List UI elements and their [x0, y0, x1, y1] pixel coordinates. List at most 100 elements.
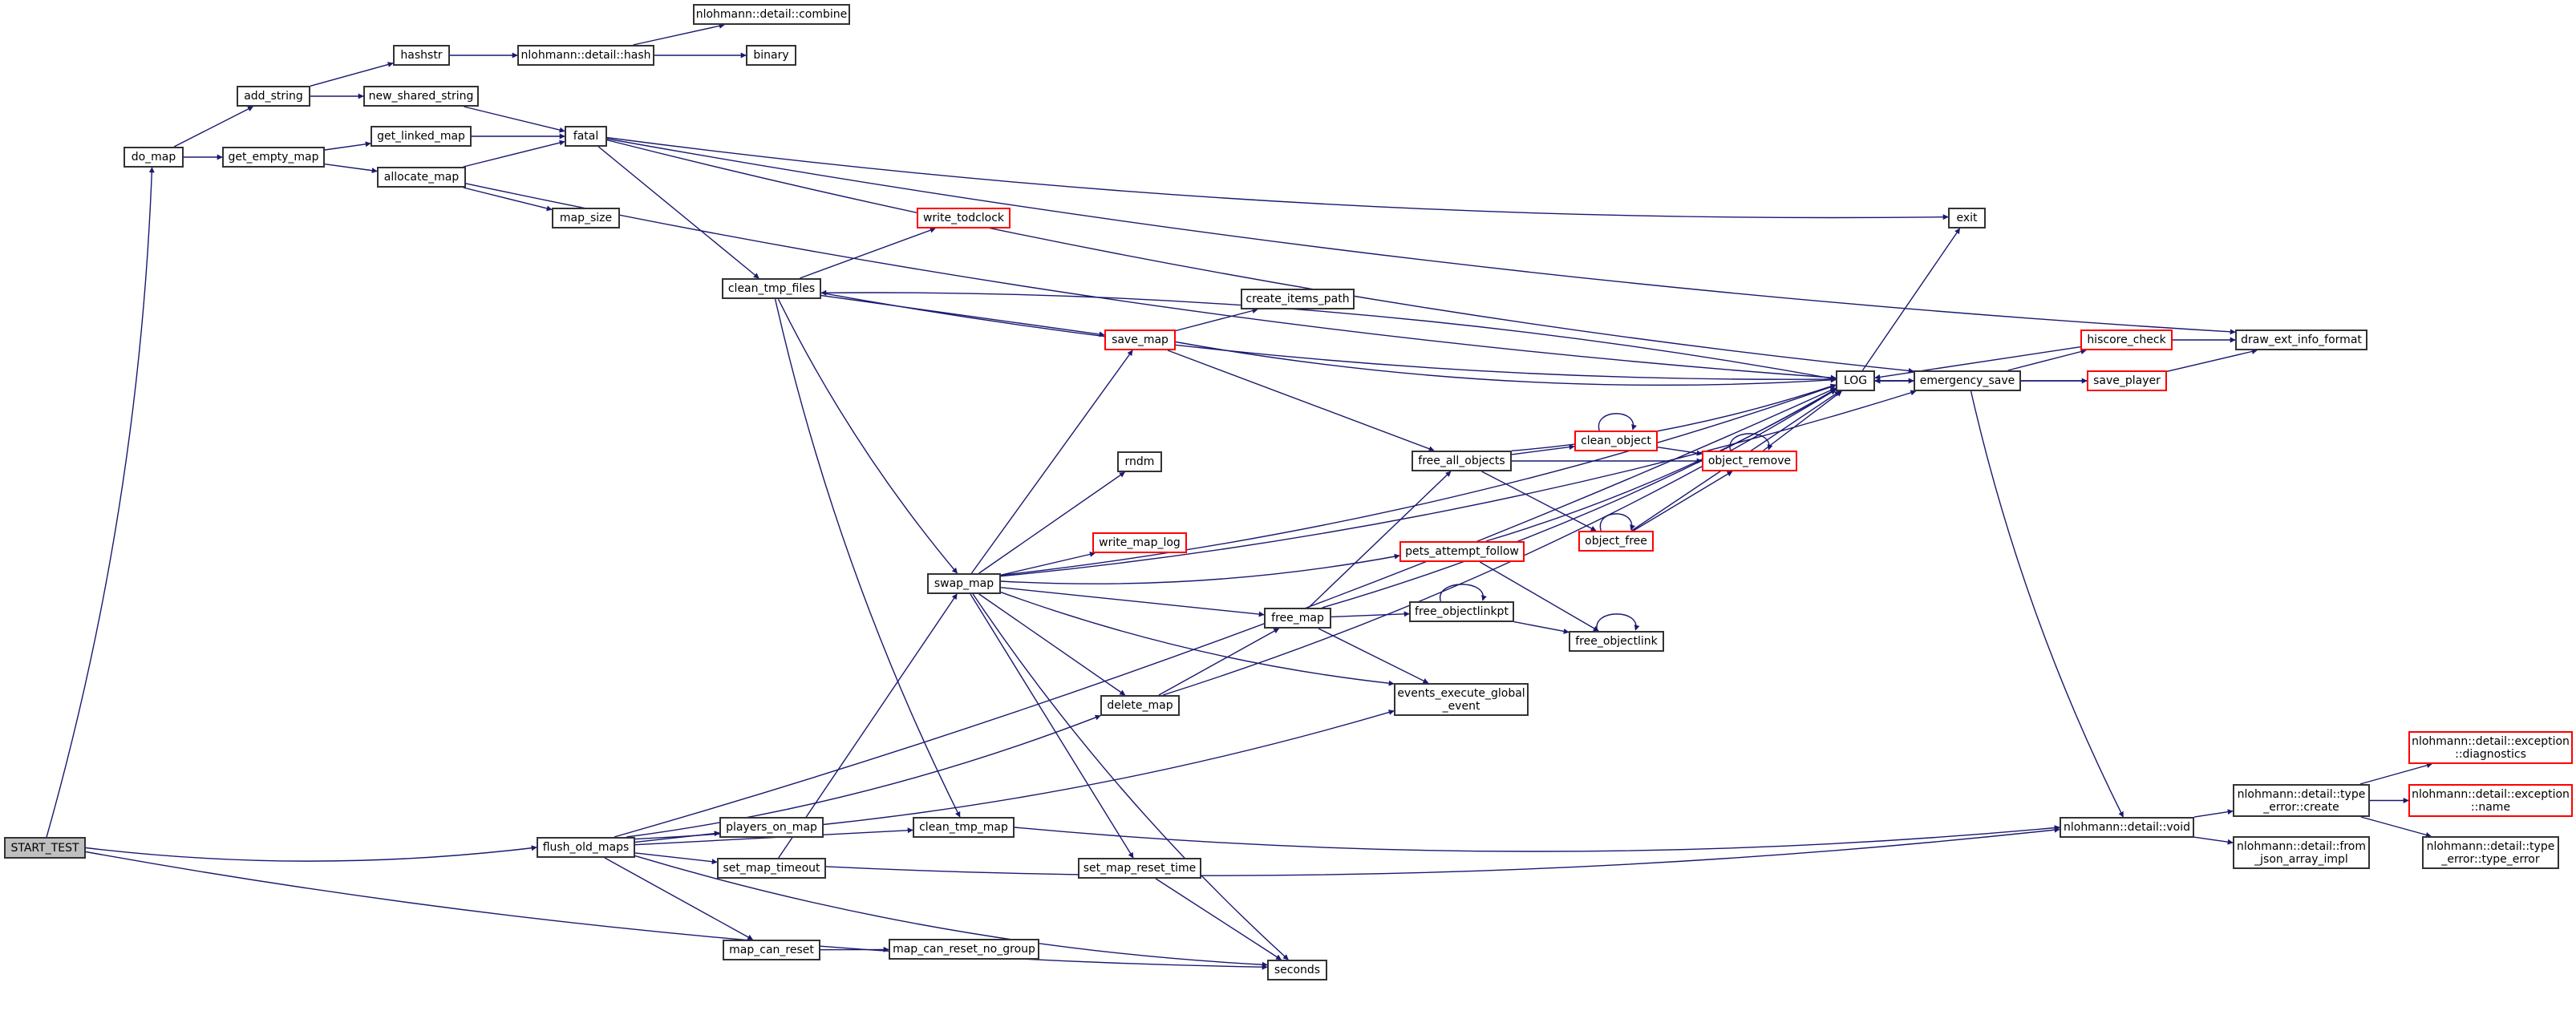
node-object-remove[interactable]: object_remove: [1702, 451, 1797, 471]
node-fatal[interactable]: fatal: [565, 126, 607, 147]
node-create-items-path[interactable]: create_items_path: [1241, 289, 1355, 309]
edge-nl-type-error-create-to-nl-type-error-type-error: [2360, 816, 2432, 838]
node-events-execute-global-event[interactable]: events_execute_global _event: [1394, 683, 1529, 716]
node-pets-attempt-follow[interactable]: pets_attempt_follow: [1399, 541, 1525, 562]
node-label: get_empty_map: [228, 151, 319, 164]
node-label: map_size: [559, 212, 613, 224]
node-new-shared-string[interactable]: new_shared_string: [363, 86, 479, 107]
edge-free-objectlinkpt-to-free-objectlink: [1513, 621, 1569, 634]
node-swap-map[interactable]: swap_map: [927, 573, 1001, 594]
node-label: nlohmann::detail::exception ::diagnostic…: [2412, 734, 2570, 761]
node-label: allocate_map: [383, 171, 460, 184]
node-log[interactable]: LOG: [1836, 370, 1875, 391]
node-nl-type-error-type-error[interactable]: nlohmann::detail::type _error::type_erro…: [2422, 836, 2559, 869]
edge-delete-map-to-log: [1162, 389, 1837, 696]
node-object-free[interactable]: object_free: [1578, 531, 1654, 552]
edge-do-map-to-add-string: [173, 106, 254, 148]
edge-free-all-objects-to-clean-object: [1511, 444, 1575, 455]
node-free-objectlink[interactable]: free_objectlink: [1569, 631, 1664, 652]
node-map-can-reset[interactable]: map_can_reset: [723, 940, 820, 960]
node-save-map[interactable]: save_map: [1104, 330, 1176, 350]
node-draw-ext-info-format[interactable]: draw_ext_info_format: [2235, 330, 2367, 350]
node-write-map-log[interactable]: write_map_log: [1092, 532, 1187, 553]
edge-nl-void-to-nl-from-json-array-impl: [2193, 836, 2234, 845]
node-set-map-reset-time[interactable]: set_map_reset_time: [1078, 858, 1201, 879]
edge-object-remove-to-log: [1763, 390, 1842, 451]
edge-swap-map-to-emergency-save: [1000, 390, 1917, 577]
node-free-objectlinkpt[interactable]: free_objectlinkpt: [1409, 601, 1514, 622]
node-get-empty-map[interactable]: get_empty_map: [222, 147, 325, 168]
edge-set-map-reset-time-to-seconds: [1155, 878, 1282, 960]
node-allocate-map[interactable]: allocate_map: [377, 167, 466, 188]
edge-flush-old-maps-to-map-can-reset: [604, 857, 754, 940]
node-nl-exception-name[interactable]: nlohmann::detail::exception ::name: [2408, 784, 2573, 817]
edge-flush-old-maps-to-set-map-timeout: [634, 852, 718, 865]
edge-swap-map-to-log: [1000, 384, 1837, 576]
node-set-map-timeout[interactable]: set_map_timeout: [717, 858, 826, 879]
node-binary[interactable]: binary: [746, 45, 796, 66]
node-free-all-objects[interactable]: free_all_objects: [1412, 451, 1512, 471]
node-hiscore-check[interactable]: hiscore_check: [2080, 330, 2173, 350]
edge-free-map-to-free-all-objects: [1308, 471, 1452, 608]
node-nl-void[interactable]: nlohmann::detail::void: [2060, 817, 2194, 838]
edge-fatal-to-clean-tmp-files: [597, 146, 759, 279]
edge-add-string-to-hashstr: [310, 62, 394, 87]
node-nl-combine[interactable]: nlohmann::detail::combine: [693, 4, 850, 25]
node-clean-object[interactable]: clean_object: [1574, 431, 1658, 451]
node-emergency-save[interactable]: emergency_save: [1914, 370, 2021, 391]
edge-save-map-to-log: [1175, 341, 1837, 386]
node-write-todclock[interactable]: write_todclock: [917, 208, 1011, 228]
edge-start-test-to-flush-old-maps: [85, 845, 537, 862]
edge-clean-tmp-files-to-save-map: [820, 294, 1105, 338]
node-add-string[interactable]: add_string: [237, 86, 310, 107]
node-label: events_execute_global _event: [1397, 686, 1525, 713]
node-map-size[interactable]: map_size: [552, 208, 620, 228]
edge-get-empty-map-to-get-linked-map: [324, 141, 371, 151]
node-label: free_map: [1271, 612, 1324, 625]
node-delete-map[interactable]: delete_map: [1100, 695, 1180, 716]
node-players-on-map[interactable]: players_on_map: [719, 817, 824, 838]
edge-nl-hash-to-nl-combine: [633, 22, 725, 46]
edge-clean-tmp-files-to-clean-tmp-map: [774, 298, 961, 818]
edge-save-map-to-free-all-objects: [1167, 350, 1435, 452]
node-label: seconds: [1274, 964, 1321, 976]
node-save-player[interactable]: save_player: [2087, 370, 2167, 391]
node-free-map[interactable]: free_map: [1264, 608, 1331, 629]
node-label: hiscore_check: [2087, 334, 2166, 346]
node-do-map[interactable]: do_map: [124, 147, 184, 168]
edge-start-test-to-seconds: [85, 851, 1268, 970]
node-label: set_map_timeout: [723, 862, 820, 875]
node-get-linked-map[interactable]: get_linked_map: [371, 126, 472, 147]
node-label: delete_map: [1107, 699, 1173, 712]
node-nl-type-error-create[interactable]: nlohmann::detail::type _error::create: [2233, 784, 2370, 817]
node-rndm[interactable]: rndm: [1117, 451, 1162, 472]
node-hashstr[interactable]: hashstr: [393, 45, 450, 66]
node-nl-exception-diagnostics[interactable]: nlohmann::detail::exception ::diagnostic…: [2408, 731, 2573, 764]
node-label: hashstr: [400, 49, 443, 62]
edge-fatal-to-exit: [606, 136, 1949, 220]
node-map-can-reset-no-group[interactable]: map_can_reset_no_group: [889, 939, 1039, 960]
edge-swap-map-to-events-execute-global-event: [1000, 592, 1395, 686]
edge-free-objectlinkpt-to-free-objectlinkpt: [1440, 584, 1487, 602]
edge-clean-tmp-map-to-nl-void: [1014, 825, 2060, 852]
node-label: clean_tmp_map: [919, 821, 1008, 834]
edge-free-map-to-events-execute-global-event: [1318, 628, 1429, 684]
node-flush-old-maps[interactable]: flush_old_maps: [537, 837, 635, 858]
edge-fatal-to-draw-ext-info-format: [606, 138, 2236, 335]
node-nl-hash[interactable]: nlohmann::detail::hash: [517, 45, 654, 66]
edge-free-all-objects-to-log: [1511, 383, 1837, 451]
node-seconds[interactable]: seconds: [1267, 960, 1327, 980]
edge-object-free-to-object-free: [1599, 513, 1635, 532]
node-exit[interactable]: exit: [1948, 208, 1986, 228]
edge-object-free-to-object-remove: [1633, 471, 1733, 532]
node-label: write_todclock: [922, 212, 1005, 224]
edge-swap-map-to-seconds: [972, 593, 1289, 960]
node-nl-from-json-array-impl[interactable]: nlohmann::detail::from _json_array_impl: [2233, 836, 2370, 869]
node-clean-tmp-files[interactable]: clean_tmp_files: [722, 278, 821, 299]
node-label: do_map: [131, 151, 176, 164]
node-label: nlohmann::detail::type _error::type_erro…: [2426, 839, 2555, 866]
node-clean-tmp-map[interactable]: clean_tmp_map: [913, 817, 1015, 838]
node-label: draw_ext_info_format: [2241, 334, 2362, 346]
node-label: map_can_reset_no_group: [893, 943, 1035, 956]
edge-start-test-to-do-map: [46, 167, 155, 838]
